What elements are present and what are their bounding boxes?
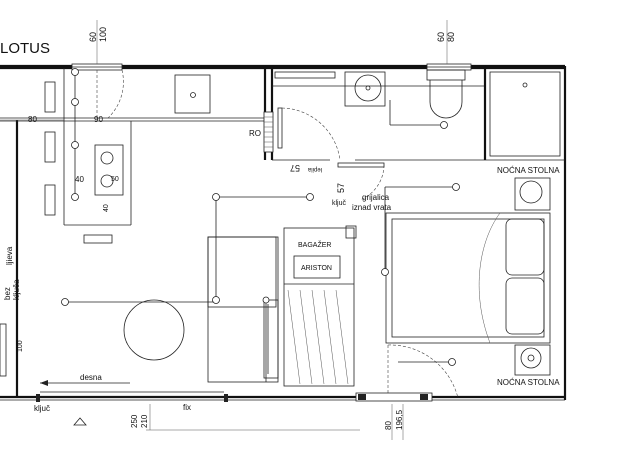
- dim-57: 57: [336, 183, 346, 193]
- label-iznad-vrata: iznad vrata: [352, 203, 392, 212]
- dim-100-top-left: 100: [98, 27, 108, 42]
- nightstand-bottom: [514, 344, 551, 376]
- dim-80-bottom: 80: [384, 421, 393, 430]
- towel-rail: [274, 71, 336, 79]
- label-kljuca: ključa: [12, 279, 21, 300]
- dim-57-rotated: 57: [290, 163, 300, 173]
- bathroom-door: [277, 107, 341, 161]
- label-nocna-top: NOĆNA STOLNA: [497, 166, 560, 175]
- electrical-points: [61, 68, 460, 366]
- bar-stools: [44, 81, 113, 244]
- window-top-left: [71, 63, 123, 71]
- bedroom-window: [355, 392, 433, 402]
- dim-196-5: 196,5: [395, 409, 404, 430]
- nightstand-top: [514, 177, 551, 211]
- label-grijalica: grijalica: [362, 193, 390, 202]
- bedroom-door: [387, 344, 459, 399]
- dim-210: 210: [140, 414, 149, 428]
- stove: [94, 144, 124, 196]
- entrance-door: [36, 391, 228, 402]
- label-kljuc-mid: ključ: [332, 200, 347, 207]
- arrow-desna: [40, 380, 130, 386]
- wiring: [65, 72, 456, 382]
- top-dimension-marks: [96, 20, 448, 64]
- label-desna: desna: [80, 373, 102, 382]
- double-bed: [385, 212, 551, 344]
- left-door: [0, 323, 7, 377]
- label-ariston: ARISTON: [301, 265, 332, 272]
- kitchen-counter: [0, 68, 265, 226]
- wardrobe: [283, 225, 357, 387]
- coffee-table: [123, 299, 185, 361]
- toilet: [426, 69, 466, 119]
- boiler: [293, 255, 341, 279]
- dim-100-left: 100: [17, 340, 24, 352]
- bathroom-sink: [344, 71, 386, 107]
- dim-80-top-right: 80: [446, 32, 456, 42]
- kitchen-sink: [174, 74, 211, 114]
- dim-60-top-right: 60: [436, 32, 446, 42]
- label-ro: RO: [249, 129, 261, 138]
- north-marker: [73, 417, 87, 426]
- label-fix: fix: [183, 403, 191, 412]
- bath-door-small: [337, 162, 385, 201]
- plan-title: LOTUS: [0, 40, 50, 57]
- dim-40-b: 40: [103, 204, 110, 212]
- dim-80-left: 80: [28, 115, 37, 124]
- dim-90: 90: [94, 115, 103, 124]
- kitchen-door-arc: [96, 69, 124, 119]
- sofa: [207, 236, 279, 383]
- dim-250: 250: [130, 414, 139, 428]
- dim-60-top-left: 60: [88, 32, 98, 42]
- label-kljuc-bottom: ključ: [34, 404, 50, 413]
- shower: [489, 71, 561, 157]
- label-lepila: lepila: [307, 166, 322, 172]
- dim-40-a: 40: [75, 175, 84, 184]
- window-top-right: [426, 63, 472, 71]
- inner-walls: [263, 68, 565, 161]
- label-nocna-bottom: NOĆNA STOLNA: [497, 378, 560, 387]
- dim-50: 50: [111, 176, 119, 183]
- outer-walls: [0, 64, 567, 401]
- label-bez: bez: [3, 287, 12, 300]
- label-ljieva: ljieva: [5, 246, 14, 265]
- bottom-dimension-lines: [146, 404, 404, 440]
- label-bagazer: BAGAŽER: [298, 240, 331, 249]
- heater-ro: [263, 111, 274, 153]
